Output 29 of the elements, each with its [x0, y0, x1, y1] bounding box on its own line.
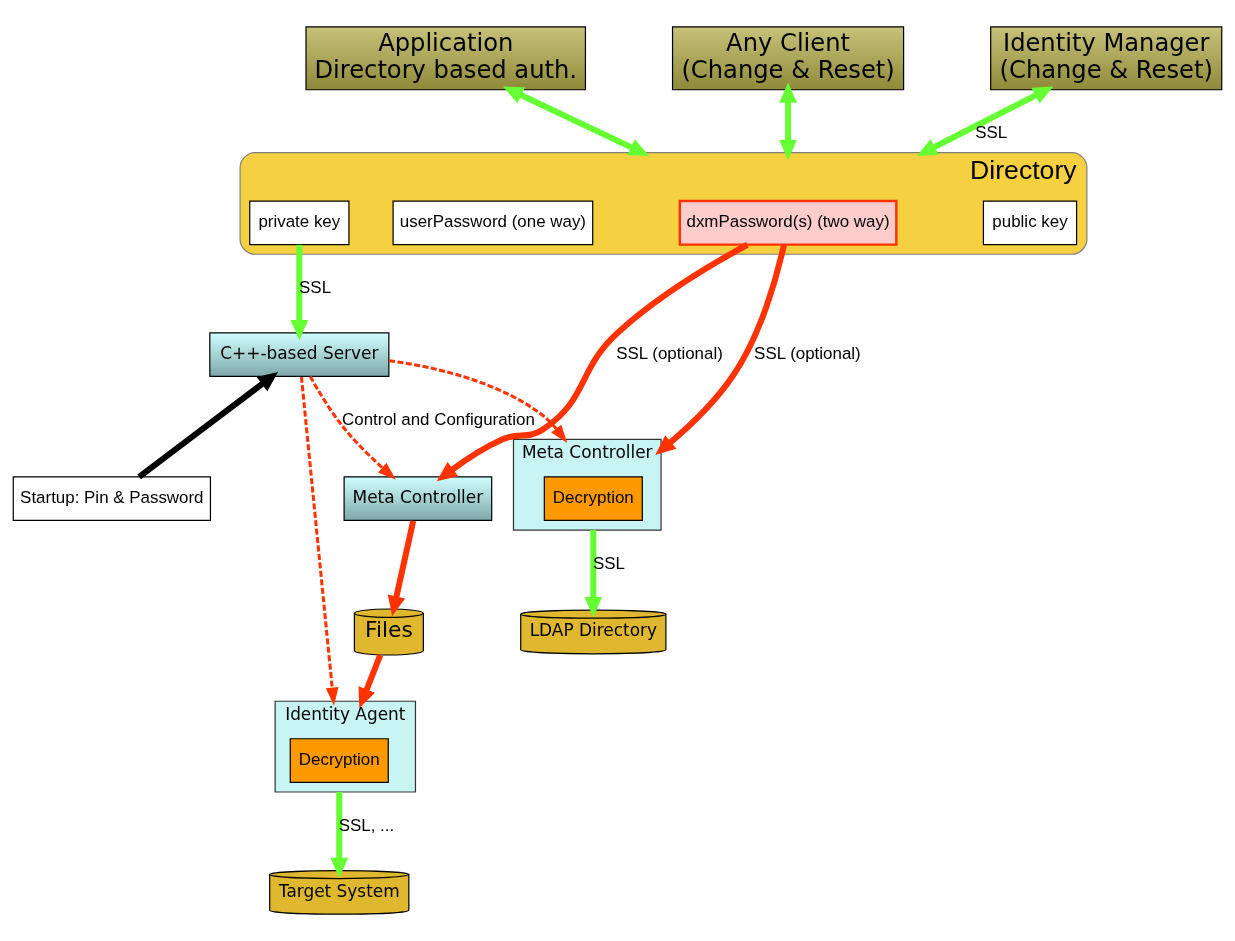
arrow	[137, 371, 279, 480]
edge-label: Control and Configuration	[342, 410, 535, 430]
node-box: Identity Manager (Change & Reset)	[990, 26, 1223, 91]
arrow	[655, 244, 787, 455]
node-box: Decryption	[289, 738, 389, 783]
node-box: dxmPassword(s) (two way)	[678, 199, 898, 246]
arrow	[584, 530, 603, 618]
edge-label: SSL (optional)	[754, 344, 861, 364]
arrow	[779, 82, 797, 161]
node-box: Meta Controller	[343, 476, 493, 521]
arrow	[308, 375, 396, 480]
node-box: C++-based Server	[209, 332, 390, 378]
arrow	[299, 376, 339, 706]
node-box: Application Directory based auth.	[305, 26, 587, 91]
node-box: Any Client (Change & Reset)	[671, 26, 905, 91]
node-box: userPassword (one way)	[392, 200, 594, 246]
node-box: public key	[982, 200, 1078, 246]
arrow	[388, 359, 568, 443]
arrow	[387, 520, 417, 617]
arrow	[502, 86, 650, 156]
node-box: private key	[249, 200, 350, 246]
arrow	[358, 654, 384, 709]
arrow	[330, 792, 349, 878]
node-box: Decryption	[543, 476, 643, 521]
edge-label: SSL (optional)	[616, 344, 723, 364]
arrow	[916, 86, 1054, 157]
node-box: Startup: Pin & Password	[12, 476, 212, 521]
arrow	[290, 244, 309, 341]
edge-label: SSL	[975, 123, 1008, 143]
